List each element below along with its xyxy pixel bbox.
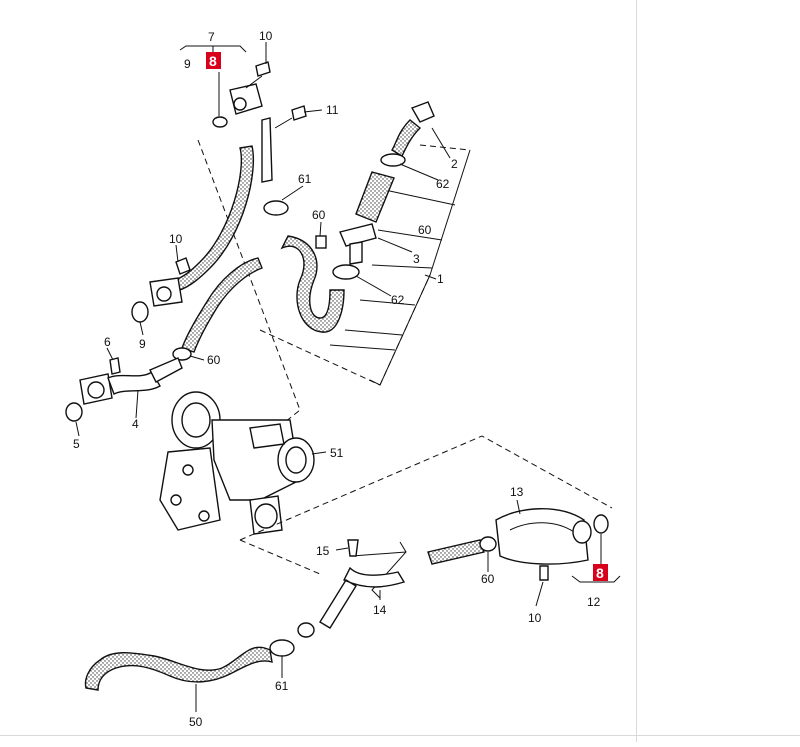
callout-61: 61	[275, 679, 289, 693]
callout-15: 15	[316, 544, 330, 558]
callout-8: 8	[209, 53, 217, 69]
callout-4: 4	[132, 417, 139, 431]
callout-9: 9	[139, 337, 146, 351]
clamp-62-lower	[332, 264, 360, 280]
bracket-top	[179, 45, 247, 53]
clamp-60-small	[315, 235, 327, 249]
callout-9: 9	[184, 57, 191, 71]
clamp-60-lower	[479, 536, 497, 552]
flange-mid	[131, 257, 191, 323]
bolt-15	[347, 539, 359, 557]
bracket-12	[571, 575, 621, 583]
callout-60: 60	[481, 572, 495, 586]
callout-labels: 7 8 9 10 11 2 62 61 60 60 3 1 62 10 9 6 …	[73, 29, 608, 729]
component-13	[495, 508, 609, 581]
clamp-61-top	[263, 200, 289, 216]
leader-lines	[75, 42, 602, 712]
callout-12: 12	[587, 595, 601, 609]
callout-10: 10	[259, 29, 273, 43]
connector-arm-61	[261, 117, 273, 183]
callout-11: 11	[326, 103, 339, 117]
assembly-boundary-upper	[197, 139, 471, 431]
frame-edge-bottom	[0, 735, 800, 736]
callout-10: 10	[169, 232, 183, 246]
callout-60: 60	[207, 353, 221, 367]
callout-8-highlight-top: 8	[206, 52, 221, 69]
callout-51: 51	[330, 446, 344, 460]
callout-10: 10	[528, 611, 542, 625]
callout-7: 7	[208, 30, 215, 44]
callout-13: 13	[510, 485, 524, 499]
callout-61: 61	[298, 172, 312, 186]
callout-62: 62	[391, 293, 405, 307]
pipe-14	[319, 566, 406, 629]
callout-8: 8	[596, 565, 604, 581]
callout-50: 50	[189, 715, 203, 729]
hose-curved-center	[280, 235, 345, 333]
fitting-top	[212, 61, 307, 129]
t-piece-3	[339, 223, 413, 265]
bracket-group-14	[351, 541, 407, 599]
clamp-61-lower	[269, 639, 295, 657]
pipe-14-end	[297, 622, 315, 638]
callout-2: 2	[451, 157, 458, 171]
callout-14: 14	[373, 603, 387, 617]
clamp-60-left	[172, 347, 192, 361]
pipe-elbow-2	[391, 101, 451, 159]
hose-50	[84, 646, 273, 691]
bracket-group-1	[329, 149, 471, 386]
pipe-4-assembly	[65, 357, 183, 422]
callout-1: 1	[437, 272, 444, 286]
callout-3: 3	[413, 252, 420, 266]
assembly-boundary-lower	[239, 435, 613, 575]
frame-edge-right	[636, 0, 637, 742]
callout-62: 62	[436, 177, 450, 191]
callout-60: 60	[418, 223, 432, 237]
callout-8-highlight-bottom: 8	[593, 564, 608, 581]
callout-6: 6	[104, 335, 111, 349]
hose-60-upper	[355, 171, 395, 223]
callout-5: 5	[73, 437, 80, 451]
clamp-62-top	[380, 153, 406, 167]
turbocharger-51	[159, 391, 315, 535]
callout-60: 60	[312, 208, 326, 222]
hose-60-lower	[427, 539, 485, 565]
